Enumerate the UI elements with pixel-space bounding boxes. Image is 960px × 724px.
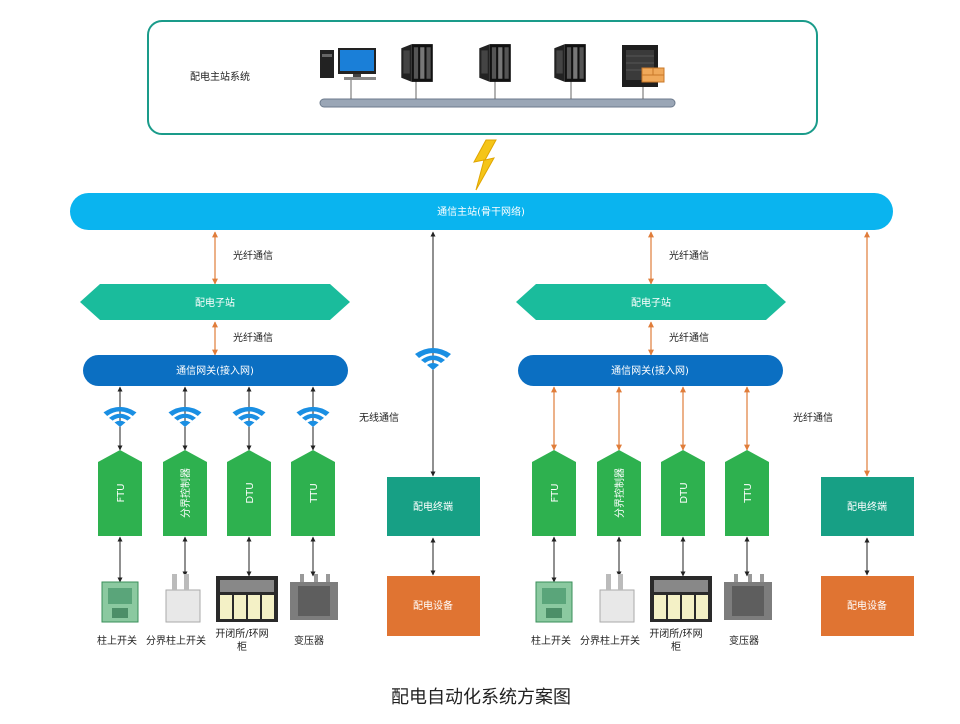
- distribution-terminal-mid-left: 配电终端: [387, 477, 480, 536]
- terminals-right: FTU 分界控制器 DTU TTU: [532, 450, 769, 536]
- fiber-label: 光纤通信: [669, 331, 709, 344]
- device-label: 柱上开关: [97, 634, 137, 647]
- left-wireless-links: [103, 386, 330, 451]
- distribution-equipment-mid-left: 配电设备: [387, 576, 480, 636]
- transformer-icon: [290, 574, 338, 620]
- distribution-equipment-label: 配电设备: [413, 599, 453, 612]
- substation-label: 配电子站: [195, 296, 235, 309]
- terminal-boundary-controller: 分界控制器: [613, 468, 626, 518]
- master-station-panel: 配电主站系统: [147, 20, 818, 135]
- firewall-server-icon: [622, 45, 665, 87]
- right-fiber-links: [551, 386, 750, 451]
- device-label: 变压器: [294, 634, 324, 647]
- device-label: 变压器: [729, 634, 759, 647]
- device-label: 分界柱上开关: [580, 634, 640, 647]
- device-label: 开闭所/环网柜: [215, 627, 268, 653]
- ring-main-unit-icon: [216, 576, 278, 622]
- terminal-dtu: DTU: [245, 482, 256, 503]
- wifi-icon: [296, 406, 330, 427]
- pole-switch-icon: [535, 581, 573, 623]
- workstation-icon: [320, 48, 376, 80]
- terminal-ftu: FTU: [550, 483, 561, 502]
- distribution-terminal-label: 配电终端: [847, 500, 887, 513]
- wifi-icon: [232, 406, 266, 427]
- terminal-ftu: FTU: [116, 483, 127, 502]
- backbone-network: 通信主站(骨干网络): [70, 193, 893, 230]
- terminal-dtu: DTU: [679, 482, 690, 503]
- left-device-links: [117, 536, 316, 583]
- fiber-label: 光纤通信: [233, 331, 273, 344]
- distribution-terminal-far-right: 配电终端: [821, 477, 914, 536]
- distribution-terminal-label: 配电终端: [413, 500, 453, 513]
- device-label: 柱上开关: [531, 634, 571, 647]
- substation-left: 配电子站: [80, 284, 350, 320]
- server-icon: [401, 44, 433, 82]
- fiber-label: 光纤通信: [793, 411, 833, 424]
- gateway-left: 通信网关(接入网): [83, 355, 348, 386]
- ring-main-unit-icon: [650, 576, 712, 622]
- terminals-left: FTU 分界控制器 DTU TTU: [98, 450, 335, 536]
- device-label: 开闭所/环网柜: [649, 627, 702, 653]
- device-label: 分界柱上开关: [146, 634, 206, 647]
- wifi-icon: [103, 406, 137, 427]
- server-bus-bar: [319, 98, 676, 108]
- server-icon: [554, 44, 586, 82]
- fiber-label: 光纤通信: [669, 249, 709, 262]
- backbone-label: 通信主站(骨干网络): [437, 205, 525, 218]
- distribution-equipment-far-right: 配电设备: [821, 576, 914, 636]
- device-labels-right: 柱上开关 分界柱上开关 开闭所/环网柜 变压器: [531, 627, 759, 653]
- boundary-pole-switch-icon: [165, 574, 201, 623]
- gateway-label: 通信网关(接入网): [611, 364, 689, 377]
- server-icon: [479, 44, 511, 82]
- substation-right: 配电子站: [516, 284, 786, 320]
- wifi-icon: [168, 406, 202, 427]
- diagram-title: 配电自动化系统方案图: [391, 687, 571, 708]
- wifi-icon: [415, 348, 451, 370]
- terminal-boundary-controller: 分界控制器: [179, 468, 192, 518]
- pole-switch-icon: [101, 581, 139, 623]
- distribution-equipment-label: 配电设备: [847, 599, 887, 612]
- right-device-links: [551, 536, 750, 583]
- gateway-right: 通信网关(接入网): [518, 355, 783, 386]
- fiber-label: 光纤通信: [233, 249, 273, 262]
- terminal-ttu: TTU: [743, 483, 754, 503]
- terminal-ttu: TTU: [309, 483, 320, 503]
- gateway-label: 通信网关(接入网): [176, 364, 254, 377]
- master-station-label: 配电主站系统: [190, 70, 250, 83]
- wireless-label: 无线通信: [359, 411, 399, 424]
- boundary-pole-switch-icon: [599, 574, 635, 623]
- substation-label: 配电子站: [631, 296, 671, 309]
- device-labels-left: 柱上开关 分界柱上开关 开闭所/环网柜 变压器: [97, 627, 324, 653]
- lightning-icon: [473, 139, 497, 191]
- transformer-icon: [724, 574, 772, 620]
